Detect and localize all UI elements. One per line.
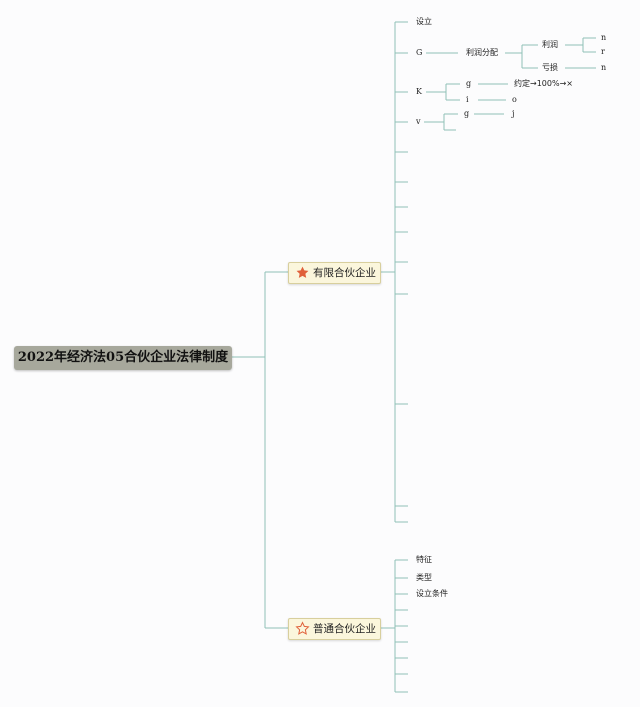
node-k-g-note[interactable]: 约定→100%→× <box>514 79 573 88</box>
node-feature[interactable]: 特征 <box>416 555 432 564</box>
filled-star-icon <box>296 266 309 278</box>
node-setup[interactable]: 设立 <box>416 17 432 26</box>
root-topic[interactable]: 2022年经济法05合伙企业法律制度 <box>14 346 232 370</box>
outline-star-icon <box>295 621 310 635</box>
node-profit-r[interactable]: r <box>601 47 605 56</box>
branch-label: 有限合伙企业 <box>313 267 376 279</box>
node-loss[interactable]: 亏损 <box>542 63 558 72</box>
node-v-g-value[interactable]: j <box>512 109 515 118</box>
node-k-g[interactable]: g <box>466 79 472 88</box>
node-k-i-value[interactable]: o <box>512 95 517 104</box>
node-k[interactable]: K <box>416 87 422 96</box>
branch-general-partnership[interactable]: 普通合伙企业 <box>288 618 381 640</box>
node-loss-n[interactable]: n <box>601 63 607 72</box>
node-g[interactable]: G <box>416 48 423 57</box>
branch-limited-partnership[interactable]: 有限合伙企业 <box>288 262 381 284</box>
node-v-g[interactable]: g <box>464 109 470 118</box>
node-profit[interactable]: 利润 <box>542 40 558 49</box>
node-type[interactable]: 类型 <box>416 573 432 582</box>
node-setup-conditions[interactable]: 设立条件 <box>416 589 448 598</box>
node-v[interactable]: v <box>416 117 421 126</box>
branch-label: 普通合伙企业 <box>313 623 376 635</box>
node-profit-distribution[interactable]: 利润分配 <box>466 48 498 57</box>
node-profit-n[interactable]: n <box>601 33 607 42</box>
node-k-i[interactable]: i <box>466 95 469 104</box>
